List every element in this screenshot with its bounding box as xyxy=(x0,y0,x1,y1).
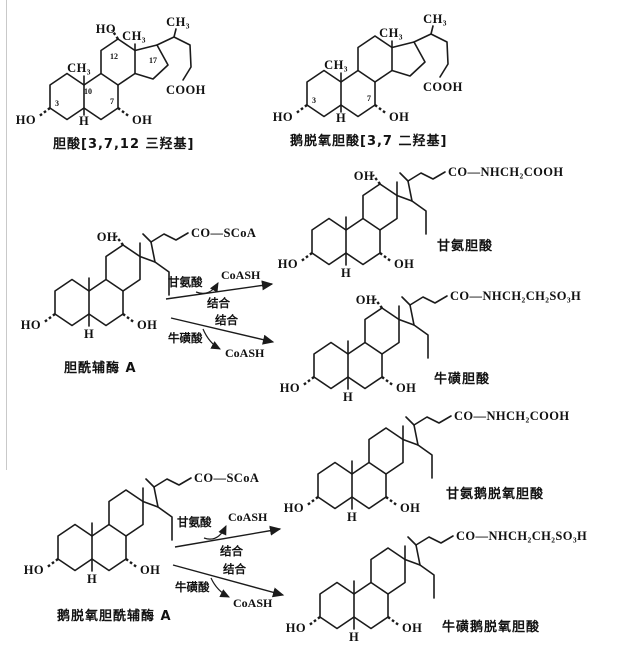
h-5-label: H xyxy=(84,327,94,341)
caption-glycochenodeoxycholic-acid: 甘氨鹅脱氧胆酸 xyxy=(446,487,545,502)
stereo-bond-12-oh xyxy=(371,173,382,186)
chenodeoxycholyl-coa-structure: HO H OH CO—SCoA xyxy=(24,471,259,586)
h-5-label: H xyxy=(347,510,357,524)
coash-release-arrow xyxy=(195,282,219,294)
glycine-label: 甘氨酸 xyxy=(168,275,203,289)
ch3-13-label: CH₃ xyxy=(379,26,403,40)
caption-cholic-acid: 胆酸[3,7,12 三羟基] xyxy=(53,137,195,152)
stereo-bond-12-oh xyxy=(373,297,384,310)
ch3-13-label: CH₃ xyxy=(122,29,146,43)
caption-cholyl-coa: 胆酰辅酶 A xyxy=(64,361,137,376)
glycine-amide-chain-label: CO—NHCH₂COOH xyxy=(448,165,564,179)
ho-12-label: HO xyxy=(96,22,116,36)
ho-3-label: HO xyxy=(21,318,41,332)
ho-3-label: HO xyxy=(278,257,298,271)
glycine-amide-chain-label: CO—NHCH₂COOH xyxy=(454,409,570,423)
glycine-reaction-arrow xyxy=(165,280,274,300)
h-5-label: H xyxy=(341,266,351,280)
steroid-skeleton xyxy=(293,24,450,118)
coash-release-arrow xyxy=(210,577,230,598)
coash-release-arrow xyxy=(203,525,227,540)
conjugation-label: 结合 xyxy=(214,313,238,327)
caption-taurocholic-acid: 牛磺胆酸 xyxy=(434,372,491,387)
conjugation-label: 结合 xyxy=(222,562,246,576)
cholic-acid-structure: HO CH₃ CH₃ CH₃ 12 17 10 3 7 HO H OH COOH xyxy=(16,15,206,128)
ch3-10-label: CH₃ xyxy=(67,61,91,75)
ho-3-label: HO xyxy=(280,381,300,395)
taurine-reaction-arrow xyxy=(172,564,285,598)
taurine-label: 牛磺酸 xyxy=(175,580,210,594)
h-5-label: H xyxy=(343,390,353,404)
position-7-number: 7 xyxy=(367,94,371,103)
oh-7-label: OH xyxy=(402,621,422,635)
oh-7-label: OH xyxy=(394,257,414,271)
taurine-amide-chain-label: CO—NHCH₂CH₂SO₃H xyxy=(456,529,587,543)
coash-label: CoASH xyxy=(225,346,265,360)
steroid-skeleton xyxy=(36,27,193,121)
steroid-skeleton xyxy=(304,414,453,511)
oh-7-label: OH xyxy=(140,563,160,577)
stereo-bond-12-oh xyxy=(111,29,119,40)
ch3-20-label: CH₃ xyxy=(166,15,190,29)
coash-release-arrow xyxy=(202,328,221,350)
steroid-skeleton xyxy=(300,294,449,391)
oh-7-label: OH xyxy=(132,113,152,127)
reaction-arrows-bottom: 甘氨酸 CoASH 结合 结合 牛磺酸 CoASH xyxy=(172,510,285,610)
steroid-skeleton xyxy=(306,534,455,631)
h-5-label: H xyxy=(87,572,97,586)
acyl-coa-label: CO—SCoA xyxy=(191,226,256,240)
conjugation-label: 结合 xyxy=(206,296,230,310)
position-7-number: 7 xyxy=(110,97,114,106)
position-12-number: 12 xyxy=(110,52,118,61)
oh-7-label: OH xyxy=(137,318,157,332)
coash-label: CoASH xyxy=(233,596,273,610)
ho-3-label: HO xyxy=(284,501,304,515)
position-10-number: 10 xyxy=(84,87,92,96)
caption-taurochenodeoxycholic-acid: 牛磺鹅脱氧胆酸 xyxy=(442,620,541,635)
cooh-label: COOH xyxy=(423,80,463,94)
oh-12-label: OH xyxy=(356,293,376,307)
cholyl-coa-structure: OH HO H OH CO—SCoA xyxy=(21,226,256,341)
taurochenodeoxycholic-acid-structure: HO H OH CO—NHCH₂CH₂SO₃H xyxy=(286,529,587,644)
cooh-label: COOH xyxy=(166,83,206,97)
oh-7-label: OH xyxy=(396,381,416,395)
ho-3-label: HO xyxy=(286,621,306,635)
taurine-reaction-arrow xyxy=(170,317,275,345)
stereo-bond-12-oh xyxy=(114,234,125,247)
glycine-label: 甘氨酸 xyxy=(177,515,212,529)
acyl-coa-label: CO—SCoA xyxy=(194,471,259,485)
caption-glycocholic-acid: 甘氨胆酸 xyxy=(437,239,494,254)
taurocholic-acid-structure: OH HO H OH CO—NHCH₂CH₂SO₃H xyxy=(280,289,581,404)
oh-7-label: OH xyxy=(400,501,420,515)
coash-label: CoASH xyxy=(228,510,268,524)
ch3-10-label: CH₃ xyxy=(324,58,348,72)
glycine-reaction-arrow xyxy=(174,525,282,548)
taurine-label: 牛磺酸 xyxy=(168,331,203,345)
oh-12-label: OH xyxy=(97,230,117,244)
coash-label: CoASH xyxy=(221,268,261,282)
caption-chenodeoxycholic-acid: 鹅脱氧胆酸[3,7 二羟基] xyxy=(290,134,448,149)
oh-12-label: OH xyxy=(354,169,374,183)
ch3-20-label: CH₃ xyxy=(423,12,447,26)
ho-3-label: HO xyxy=(24,563,44,577)
h-5-label: H xyxy=(336,111,346,125)
position-3-number: 3 xyxy=(55,99,59,108)
scan-artifact-line xyxy=(6,0,7,470)
ho-3-label: HO xyxy=(273,110,293,124)
taurine-amide-chain-label: CO—NHCH₂CH₂SO₃H xyxy=(450,289,581,303)
ho-3-label: HO xyxy=(16,113,36,127)
h-5-label: H xyxy=(349,630,359,644)
oh-7-label: OH xyxy=(389,110,409,124)
conjugation-label: 结合 xyxy=(219,544,243,558)
position-17-number: 17 xyxy=(149,56,157,65)
h-5-label: H xyxy=(79,114,89,128)
glycocholic-acid-structure: OH HO H OH CO—NHCH₂COOH xyxy=(278,165,564,280)
reaction-arrows-mid: 甘氨酸 CoASH 结合 结合 牛磺酸 CoASH xyxy=(165,268,275,360)
position-3-number: 3 xyxy=(312,96,316,105)
glycochenodeoxycholic-acid-structure: HO H OH CO—NHCH₂COOH xyxy=(284,409,570,524)
chenodeoxycholic-acid-structure: CH₃ CH₃ CH₃ 3 7 HO H OH COOH xyxy=(273,12,463,125)
steroid-skeleton xyxy=(298,170,447,267)
caption-chenodeoxycholyl-coa: 鹅脱氧胆酰辅酶 A xyxy=(57,609,172,624)
